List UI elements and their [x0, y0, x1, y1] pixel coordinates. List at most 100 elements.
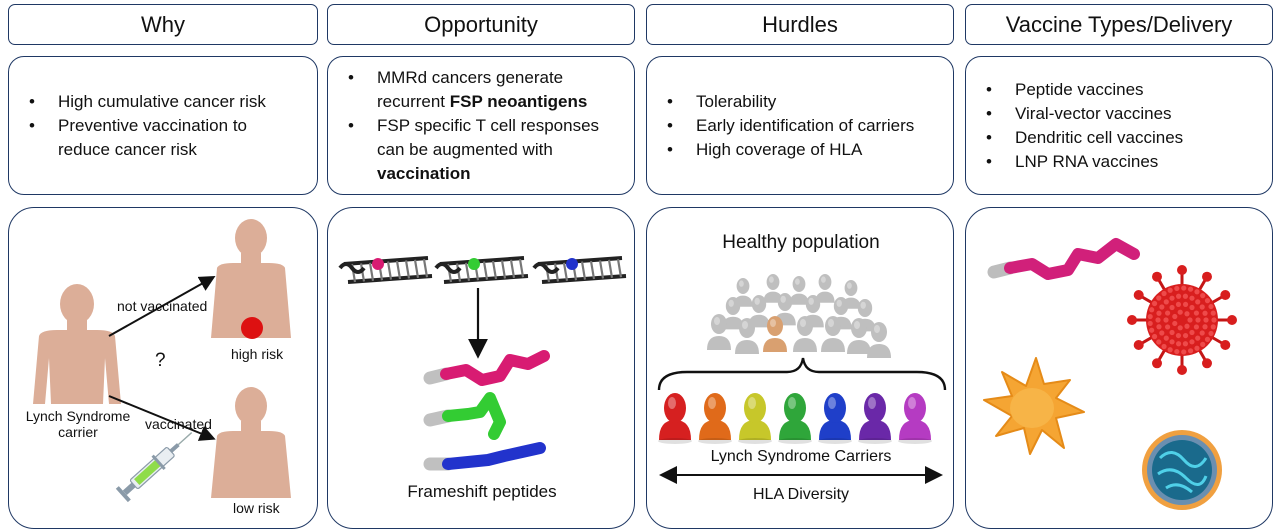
carrier-figure-icon [738, 393, 772, 444]
bullet-text: High coverage of HLA [696, 139, 863, 159]
bullet-item: Dendritic cell vaccines [986, 126, 1183, 150]
peptide-icon [423, 442, 546, 471]
healthy-population-crowd [707, 274, 891, 358]
hurdles-illustration [657, 274, 947, 484]
bullet-text: Early identification of carriers [696, 115, 915, 135]
vaccine-types-bullets: Peptide vaccinesViral-vector vaccinesDen… [966, 78, 1183, 174]
bullet-text: Peptide vaccines [1015, 79, 1144, 99]
not-vaccinated-label: not vaccinated [117, 298, 208, 314]
bullet-item: FSP specific T cell responses can be aug… [348, 114, 618, 186]
carrier-label-line2: carrier [58, 424, 98, 440]
carrier-figure-icon [698, 393, 732, 444]
bullet-text: Viral-vector vaccines [1015, 103, 1172, 123]
hurdles-illustration-panel: Healthy population Lynch Syndrome Carrie… [646, 207, 954, 529]
population-brace [657, 357, 947, 391]
opportunity-text-box: MMRd cancers generate recurrent FSP neoa… [327, 56, 635, 195]
vaccine-types-text-box: Peptide vaccinesViral-vector vaccinesDen… [965, 56, 1273, 195]
crowd-figure-icon [867, 322, 891, 358]
carrier-figure-icon [898, 393, 932, 444]
healthy-population-title: Healthy population [722, 232, 880, 253]
low-risk-body-icon [211, 387, 291, 498]
carriers-label: Lynch Syndrome Carriers [710, 448, 892, 465]
hla-diversity-label: HLA Diversity [752, 486, 850, 503]
low-risk-label: low risk [233, 500, 280, 516]
bullet-item: Viral-vector vaccines [986, 102, 1183, 126]
bullet-item: LNP RNA vaccines [986, 150, 1183, 174]
tumor-icon [241, 317, 263, 339]
why-illustration-panel: not vaccinated vaccinated ? high risk lo… [8, 207, 318, 529]
header-hurdles-label: Hurdles [762, 11, 838, 37]
crowd-figure-icon [763, 316, 787, 352]
header-why: Why [8, 4, 318, 45]
crowd-figure-icon [821, 316, 845, 352]
crowd-figure-icon [722, 297, 744, 330]
bullet-text: Dendritic cell vaccines [1015, 127, 1184, 147]
carrier-label-line1: Lynch Syndrome [25, 408, 131, 424]
peptide-icon [423, 350, 550, 386]
header-opportunity: Opportunity [327, 4, 635, 45]
dna-strand-icon [338, 256, 433, 284]
vaccinated-arrow [108, 395, 216, 441]
bullet-item: Peptide vaccines [986, 78, 1183, 102]
opportunity-illustration-panel: Frameshift peptides [327, 207, 635, 529]
bullet-item: High cumulative cancer risk [29, 90, 279, 114]
bullet-text: MMRd cancers generate recurrent [377, 67, 564, 111]
bullet-text: Preventive vaccination to reduce cancer … [58, 115, 247, 159]
bullet-item: High coverage of HLA [667, 138, 914, 162]
crowd-figure-icon [735, 318, 759, 354]
lnp-rna-icon [1142, 430, 1222, 510]
frameshift-caption: Frameshift peptides [407, 482, 557, 501]
dna-strand-icon [434, 256, 529, 284]
vaccine-types-illustration [983, 238, 1237, 510]
carrier-label: Lynch Syndrome carrier [19, 408, 137, 440]
crowd-figure-icon [763, 274, 783, 303]
viral-vector-icon [1127, 265, 1237, 375]
why-illustration [33, 219, 291, 503]
opportunity-bullets: MMRd cancers generate recurrent FSP neoa… [328, 66, 618, 186]
peptide-vaccine-icon [987, 238, 1140, 280]
hurdles-bullets: TolerabilityEarly identification of carr… [647, 90, 914, 162]
crowd-figure-icon [793, 316, 817, 352]
high-risk-label: high risk [231, 346, 284, 362]
header-vaccine-types: Vaccine Types/Delivery [965, 4, 1273, 45]
opportunity-illustration [338, 256, 627, 471]
bullet-emphasis: vaccination [377, 163, 471, 183]
header-vaccine-types-label: Vaccine Types/Delivery [1005, 11, 1233, 37]
carrier-figure-icon [818, 393, 852, 444]
crowd-figure-icon [847, 318, 871, 354]
carrier-body-icon [33, 284, 121, 404]
not-vaccinated-arrow [108, 276, 216, 337]
bullet-emphasis: FSP neoantigens [449, 91, 588, 111]
bullet-text: FSP specific T cell responses can be aug… [377, 115, 600, 159]
dendritic-cell-icon [983, 357, 1085, 455]
bullet-text: Tolerability [696, 91, 777, 111]
hurdles-text-box: TolerabilityEarly identification of carr… [646, 56, 954, 195]
header-why-label: Why [141, 11, 185, 37]
syringe-icon [115, 432, 193, 503]
bullet-text: LNP RNA vaccines [1015, 151, 1159, 171]
carrier-figure-icon [778, 393, 812, 444]
dna-strands [338, 256, 627, 284]
header-hurdles: Hurdles [646, 4, 954, 45]
vaccinated-label: vaccinated [145, 416, 212, 432]
bullet-text: High cumulative cancer risk [58, 91, 266, 111]
bullet-item: Tolerability [667, 90, 914, 114]
header-opportunity-label: Opportunity [424, 11, 538, 37]
carrier-figures [658, 393, 932, 444]
frameshift-peptides-icon [423, 350, 550, 471]
bullet-item: Preventive vaccination to reduce cancer … [29, 114, 279, 162]
crowd-figure-icon [789, 276, 809, 305]
why-text-box: High cumulative cancer riskPreventive va… [8, 56, 318, 195]
vaccine-types-illustration-panel [965, 207, 1273, 529]
dna-strand-icon [532, 256, 627, 284]
high-risk-body-icon [211, 219, 291, 338]
carrier-figure-icon [858, 393, 892, 444]
bullet-item: Early identification of carriers [667, 114, 914, 138]
peptide-icon [423, 392, 506, 440]
carrier-figure-icon [658, 393, 692, 444]
crowd-figure-icon [815, 274, 835, 303]
crowd-figure-icon [707, 314, 731, 350]
question-mark: ? [155, 350, 166, 371]
why-bullets: High cumulative cancer riskPreventive va… [9, 90, 279, 162]
bullet-item: MMRd cancers generate recurrent FSP neoa… [348, 66, 618, 114]
